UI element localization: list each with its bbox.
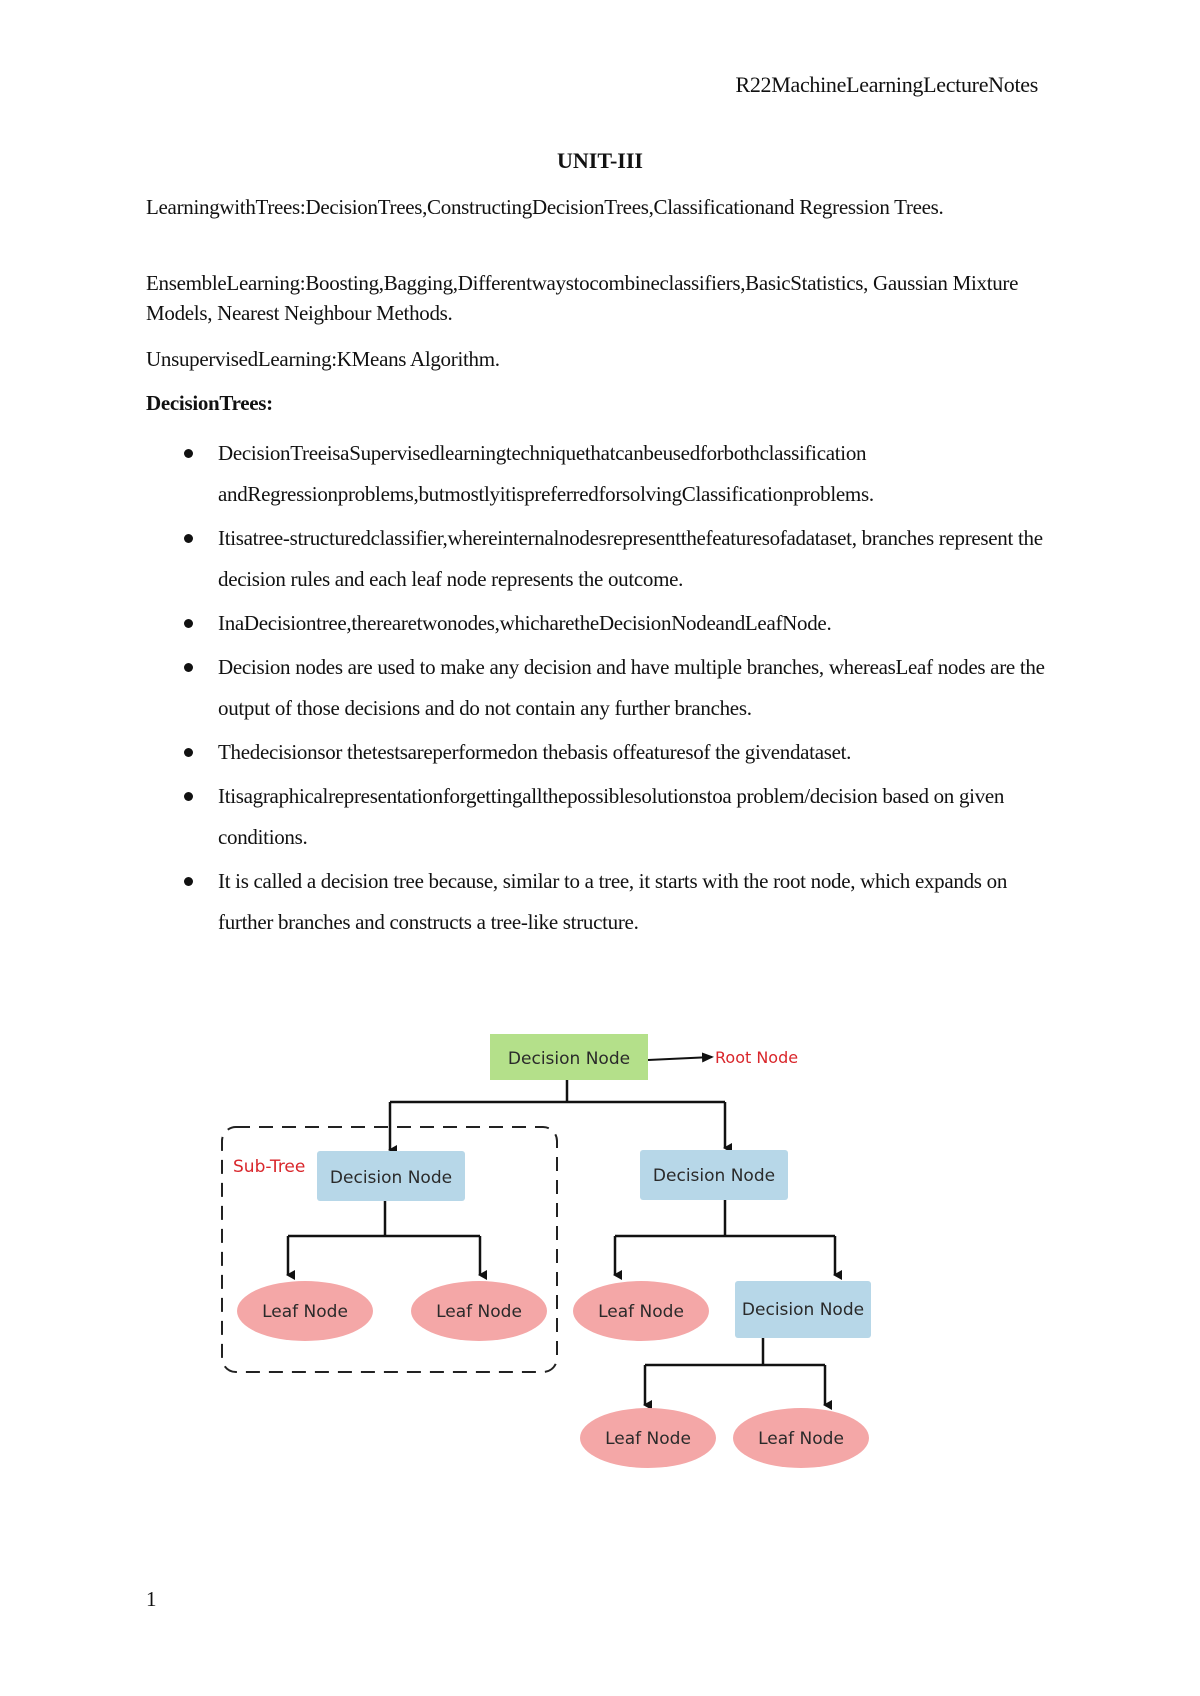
leaf-node: Leaf Node [733, 1408, 869, 1468]
decision-node-box [735, 1281, 871, 1338]
section-heading: DecisionTrees: [146, 391, 273, 415]
subtree-label: Sub-Tree [233, 1157, 305, 1177]
left-subtree-connectors [286, 1200, 487, 1280]
list-item-text: Decision nodes are used to make any deci… [218, 655, 1045, 720]
right-subtree-connectors [613, 1200, 842, 1280]
root-annotation-arrow [647, 1052, 714, 1063]
leaf-node: Leaf Node [411, 1281, 547, 1341]
leaf-node: Leaf Node [237, 1281, 373, 1341]
syllabus-unsupervised-learning: UnsupervisedLearning:KMeans Algorithm. [146, 347, 500, 371]
decision-node-bottom: Decision Node [735, 1281, 871, 1338]
root-decision-node: Decision Node [490, 1034, 648, 1080]
root-annotation-label: Root Node [715, 1048, 798, 1067]
decision-node-box [640, 1150, 788, 1200]
syllabus-ensemble-learning: EnsembleLearning:Boosting,Bagging,Differ… [146, 271, 1019, 325]
decision-node-box [317, 1151, 465, 1201]
unit-title: UNIT-III [556, 148, 643, 173]
leaf-node-label: Leaf Node [598, 1302, 684, 1322]
leaf-node-shape [733, 1408, 869, 1468]
list-item: Itisagraphicalrepresentationforgettingal… [146, 776, 1066, 858]
decision-node-right: Decision Node [640, 1150, 788, 1200]
leaf-node: Leaf Node [580, 1408, 716, 1468]
list-item-text: Itisatree-structuredclassifier,whereinte… [218, 526, 1043, 591]
list-item-text: Thedecisionsor thetestsareperformedon th… [218, 740, 852, 764]
root-node-label: Decision Node [508, 1049, 630, 1069]
list-item-text: DecisionTreeisaSupervisedlearningtechniq… [218, 441, 874, 506]
list-item-text: Itisagraphicalrepresentationforgettingal… [218, 784, 1005, 849]
running-header: R22MachineLearningLectureNotes [735, 72, 1038, 97]
decision-node-left: Decision Node [317, 1151, 465, 1201]
leaf-node-shape [580, 1408, 716, 1468]
bottom-connectors [643, 1338, 832, 1410]
leaf-node-label: Leaf Node [436, 1302, 522, 1322]
bullet-icon [184, 619, 193, 628]
bullet-icon [184, 792, 193, 801]
list-item-text: InaDecisiontree,therearetwonodes,whichar… [218, 611, 832, 635]
leaf-node-shape [573, 1281, 709, 1341]
list-item: InaDecisiontree,therearetwonodes,whichar… [146, 603, 1066, 644]
list-item: Thedecisionsor thetestsareperformedon th… [146, 732, 1066, 773]
bullet-icon [184, 534, 193, 543]
leaf-node-shape [411, 1281, 547, 1341]
subtree-border [221, 1126, 558, 1373]
list-item: It is called a decision tree because, si… [146, 861, 1066, 943]
decision-node-label: Decision Node [742, 1300, 864, 1320]
leaf-node-label: Leaf Node [758, 1429, 844, 1449]
leaf-node: Leaf Node [573, 1281, 709, 1341]
bullet-icon [184, 877, 193, 886]
leaf-node-label: Leaf Node [605, 1429, 691, 1449]
list-item-text: It is called a decision tree because, si… [218, 869, 1008, 934]
bullet-list: DecisionTreeisaSupervisedlearningtechniq… [146, 433, 1066, 946]
list-item: DecisionTreeisaSupervisedlearningtechniq… [146, 433, 1066, 515]
decision-tree-diagram: Decision Node Root Node Sub-Tree Decisio… [221, 1034, 871, 1468]
bullet-icon [184, 663, 193, 672]
decision-node-label: Decision Node [653, 1166, 775, 1186]
decision-node-label: Decision Node [330, 1168, 452, 1188]
leaf-node-label: Leaf Node [262, 1302, 348, 1322]
page-number: 1 [146, 1587, 157, 1611]
list-item: Itisatree-structuredclassifier,whereinte… [146, 518, 1066, 600]
root-node-box [490, 1034, 648, 1080]
bullet-icon [184, 449, 193, 458]
leaf-node-shape [237, 1281, 373, 1341]
syllabus-learning-with-trees: LearningwithTrees:DecisionTrees,Construc… [146, 195, 944, 219]
list-item: Decision nodes are used to make any deci… [146, 647, 1066, 729]
bullet-icon [184, 748, 193, 757]
